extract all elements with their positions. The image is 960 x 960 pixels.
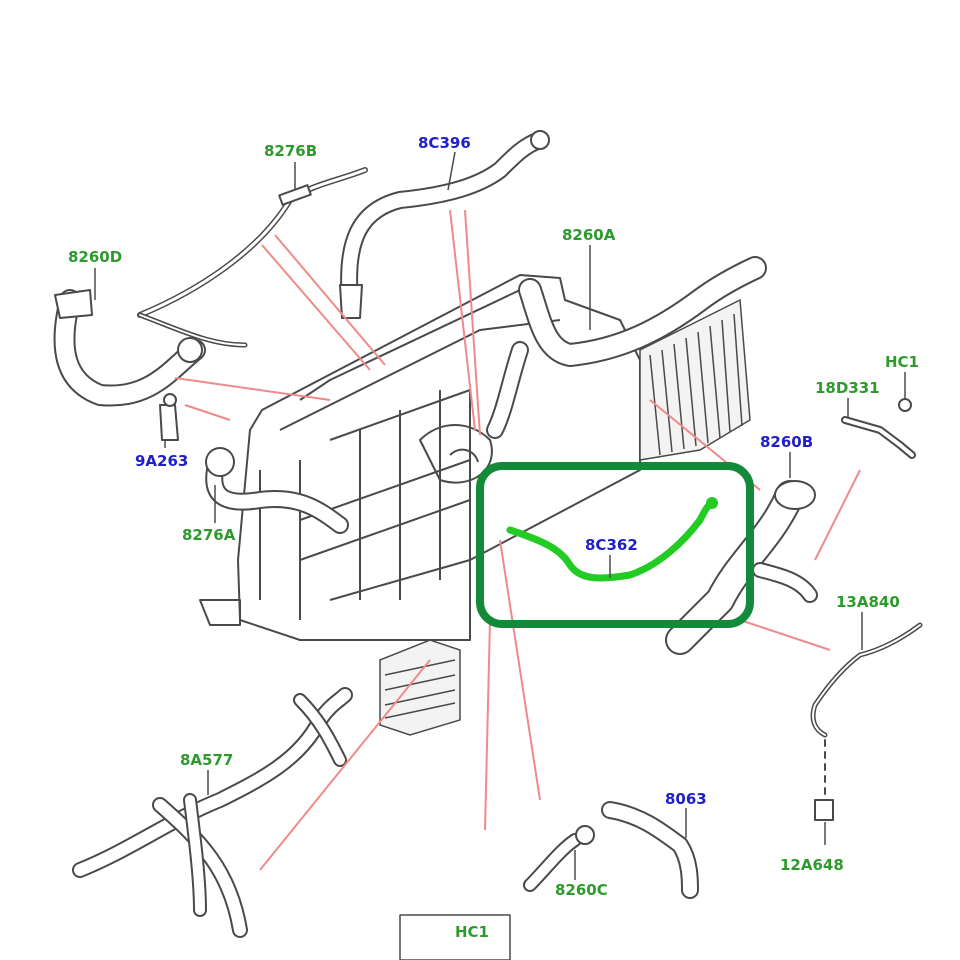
label-8260C: 8260C bbox=[555, 881, 608, 899]
fitting-9A263 bbox=[159, 393, 179, 441]
leader-lines bbox=[174, 209, 861, 871]
wiring-13A840 bbox=[810, 622, 923, 821]
label-8C362[interactable]: 8C362 bbox=[585, 536, 638, 554]
bracket-18D331 bbox=[841, 398, 916, 459]
label-8260A: 8260A bbox=[562, 226, 616, 244]
hose-8063 bbox=[601, 801, 699, 899]
label-12A648: 12A648 bbox=[780, 856, 844, 874]
label-8063: 8063 bbox=[665, 790, 707, 808]
label-8A577: 8A577 bbox=[180, 751, 233, 769]
hose-8260C bbox=[523, 825, 595, 892]
hose-8276B bbox=[137, 167, 368, 348]
label-8276A: 8276A bbox=[182, 526, 236, 544]
highlight-frame bbox=[476, 462, 754, 628]
label-18D331: 18D331 bbox=[815, 379, 880, 397]
hose-8A577 bbox=[72, 687, 353, 938]
label-8C396: 8C396 bbox=[418, 134, 471, 152]
part-labels: 8276B 8C396 8260A 8260D HC1 18D331 9A263… bbox=[68, 134, 919, 941]
detail-box bbox=[399, 914, 511, 960]
label-HC1-bottom: HC1 bbox=[455, 923, 489, 941]
condenser-core bbox=[639, 298, 751, 461]
label-8260B: 8260B bbox=[760, 433, 813, 451]
hose-8260A bbox=[486, 256, 767, 439]
hose-end-fitting bbox=[706, 497, 718, 509]
hoses bbox=[53, 130, 923, 960]
oil-cooler bbox=[379, 639, 461, 736]
label-8276B: 8276B bbox=[264, 142, 317, 160]
highlighted-hose-8C362[interactable] bbox=[506, 499, 716, 582]
hose-8260B bbox=[665, 480, 818, 655]
label-8260D: 8260D bbox=[68, 248, 122, 266]
hose-8260D bbox=[53, 289, 206, 407]
label-HC1-top: HC1 bbox=[885, 353, 919, 371]
hose-8C396 bbox=[339, 130, 550, 319]
label-stubs bbox=[94, 151, 906, 880]
label-9A263: 9A263 bbox=[135, 452, 188, 470]
hose-8276A bbox=[205, 447, 349, 534]
label-13A840: 13A840 bbox=[836, 593, 900, 611]
radiator-assembly bbox=[199, 274, 641, 641]
